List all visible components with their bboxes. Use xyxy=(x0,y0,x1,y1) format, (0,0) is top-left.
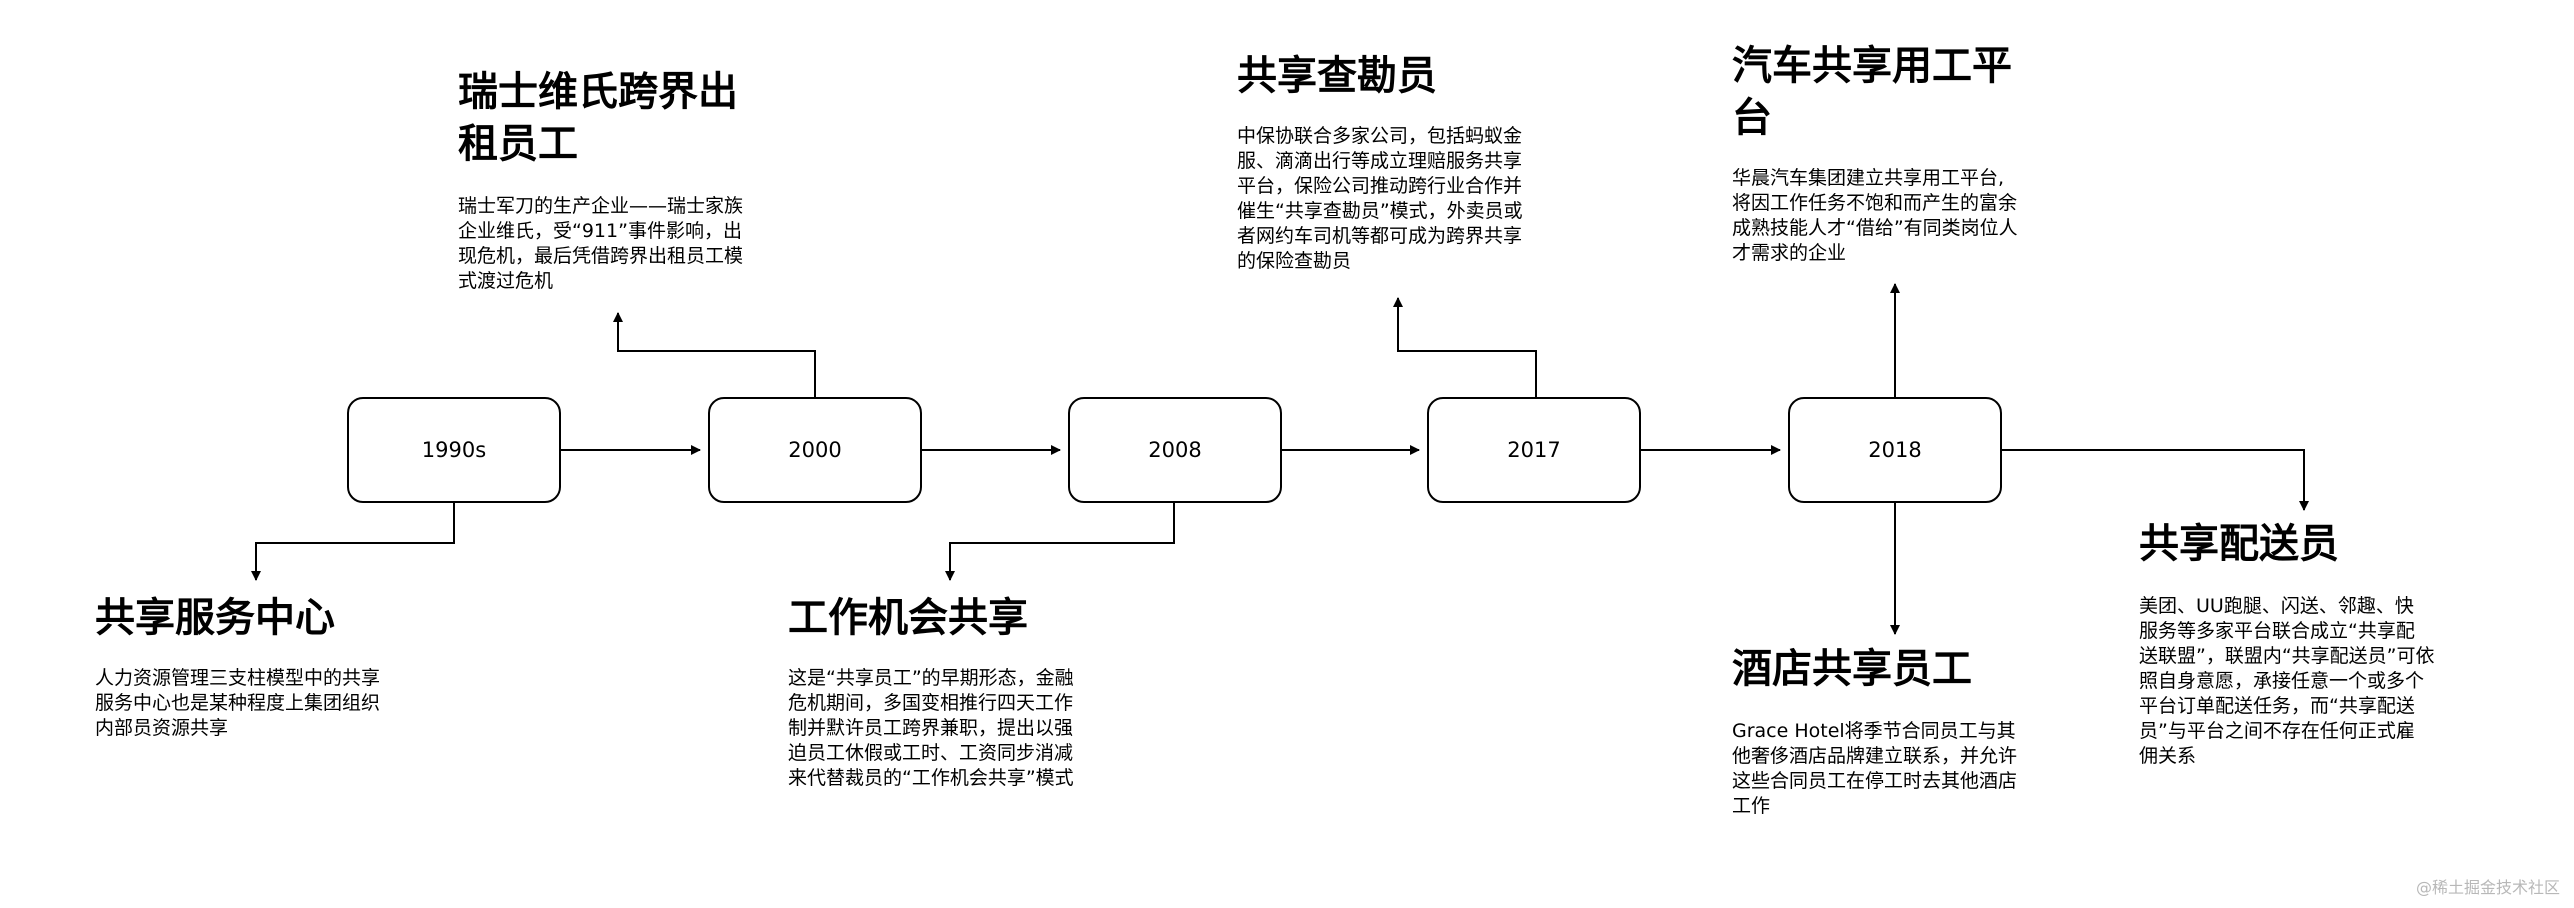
event-desc-line: 现危机，最后凭借跨界出租员工模 xyxy=(458,245,744,267)
watermark: @稀土掘金技术社区 xyxy=(2415,878,2560,897)
event-desc-line: 的保险查勘员 xyxy=(1237,250,1352,272)
event-desc-line: 员”与平台之间不存在任何正式雇 xyxy=(2139,720,2415,742)
event-title: 共享服务中心 xyxy=(95,595,335,641)
node-label: 2018 xyxy=(1868,438,1922,462)
event-desc-line: 服、滴滴出行等成立理赔服务共享 xyxy=(1237,150,1523,172)
event-desc-line: 催生“共享查勘员”模式，外卖员或 xyxy=(1237,200,1523,222)
event-desc-line: Grace Hotel将季节合同员工与其 xyxy=(1732,720,2016,742)
event-desc-line: 才需求的企业 xyxy=(1732,242,1847,264)
event-desc-line: 企业维氏，受“911”事件影响，出 xyxy=(458,220,742,242)
event-hotel-shared-staff: 酒店共享员工 Grace Hotel将季节合同员工与其 他奢侈酒店品牌建立联系，… xyxy=(1732,643,2092,819)
event-desc-line: 服务等多家平台联合成立“共享配 xyxy=(2139,620,2415,642)
event-shared-service-center: 共享服务中心 人力资源管理三支柱模型中的共享 服务中心也是某种程度上集团组织 内… xyxy=(95,592,455,741)
event-shared-surveyor: 共享查勘员 中保协联合多家公司，包括蚂蚁金 服、滴滴出行等成立理赔服务共享 平台… xyxy=(1237,50,1597,274)
event-desc-line: 将因工作任务不饱和而产生的富余 xyxy=(1732,192,2018,214)
node-2017: 2017 xyxy=(1427,397,1641,503)
event-desc-line: 照自身意愿，承接任意一个或多个 xyxy=(2139,670,2425,692)
event-auto-shared-platform: 汽车共享用工平 台 华晨汽车集团建立共享用工平台, 将因工作任务不饱和而产生的富… xyxy=(1732,40,2092,266)
event-desc-line: 佣关系 xyxy=(2139,745,2197,767)
event-desc-line: 平台，保险公司推动跨行业合作并 xyxy=(1237,175,1523,197)
event-desc-line: 制并默许员工跨界兼职，提出以强 xyxy=(788,717,1074,739)
event-desc-line: 人力资源管理三支柱模型中的共享 xyxy=(95,667,381,689)
event-desc-line: 内部员资源共享 xyxy=(95,717,229,739)
event-title: 台 xyxy=(1732,95,1772,141)
event-desc-line: 美团、UU跑腿、闪送、邻趣、快 xyxy=(2139,595,2414,617)
connector-2000-swiss xyxy=(613,312,816,397)
event-desc-line: 中保协联合多家公司，包括蚂蚁金 xyxy=(1237,125,1523,147)
event-desc-line: 来代替裁员的“工作机会共享”模式 xyxy=(788,767,1074,789)
event-desc-line: 这是“共享员工”的早期形态，金融 xyxy=(788,667,1074,689)
node-2018: 2018 xyxy=(1788,397,2002,503)
event-desc-line: 他奢侈酒店品牌建立联系，并允许 xyxy=(1732,745,2018,767)
event-desc-line: 式渡过危机 xyxy=(458,270,554,292)
event-desc-line: 瑞士军刀的生产企业——瑞士家族 xyxy=(458,195,744,217)
event-title: 酒店共享员工 xyxy=(1732,646,1972,692)
event-title: 工作机会共享 xyxy=(788,595,1028,641)
event-desc-line: 迫员工休假或工时、工资同步消减 xyxy=(788,742,1074,764)
event-desc-line: 成熟技能人才“借给”有同类岗位人 xyxy=(1732,217,2018,239)
node-2008: 2008 xyxy=(1068,397,1282,503)
event-title: 共享查勘员 xyxy=(1237,53,1437,99)
event-title: 租员工 xyxy=(458,121,578,167)
event-title: 汽车共享用工平 xyxy=(1732,43,2012,89)
node-label: 2008 xyxy=(1148,438,1202,462)
event-desc-line: 华晨汽车集团建立共享用工平台, xyxy=(1732,167,2005,189)
node-label: 2017 xyxy=(1507,438,1561,462)
connector-2008-job-sharing xyxy=(945,503,1175,581)
node-label: 2000 xyxy=(788,438,842,462)
node-2000: 2000 xyxy=(708,397,922,503)
event-desc-line: 者网约车司机等都可成为跨界共享 xyxy=(1237,225,1523,247)
event-title: 瑞士维氏跨界出 xyxy=(458,69,738,115)
event-job-opportunity-sharing: 工作机会共享 这是“共享员工”的早期形态，金融 危机期间，多国变相推行四天工作 … xyxy=(788,592,1148,791)
connector-2017-surveyor xyxy=(1393,297,1537,397)
connector-1990s-shared-service xyxy=(251,503,455,581)
event-shared-courier: 共享配送员 美团、UU跑腿、闪送、邻趣、快 服务等多家平台联合成立“共享配 送联… xyxy=(2139,518,2499,769)
event-swiss-victorinox: 瑞士维氏跨界出 租员工 瑞士军刀的生产企业——瑞士家族 企业维氏，受“911”事… xyxy=(458,66,818,294)
event-desc-line: 送联盟”，联盟内“共享配送员”可依 xyxy=(2139,645,2435,667)
node-label: 1990s xyxy=(421,438,487,462)
event-desc-line: 平台订单配送任务，而“共享配送 xyxy=(2139,695,2415,717)
connector-2018-courier xyxy=(2002,449,2309,511)
event-desc-line: 这些合同员工在停工时去其他酒店 xyxy=(1732,770,2018,792)
event-desc-line: 服务中心也是某种程度上集团组织 xyxy=(95,692,381,714)
event-desc-line: 危机期间，多国变相推行四天工作 xyxy=(788,692,1074,714)
event-title: 共享配送员 xyxy=(2139,521,2339,567)
node-1990s: 1990s xyxy=(347,397,561,503)
event-desc-line: 工作 xyxy=(1732,795,1771,817)
